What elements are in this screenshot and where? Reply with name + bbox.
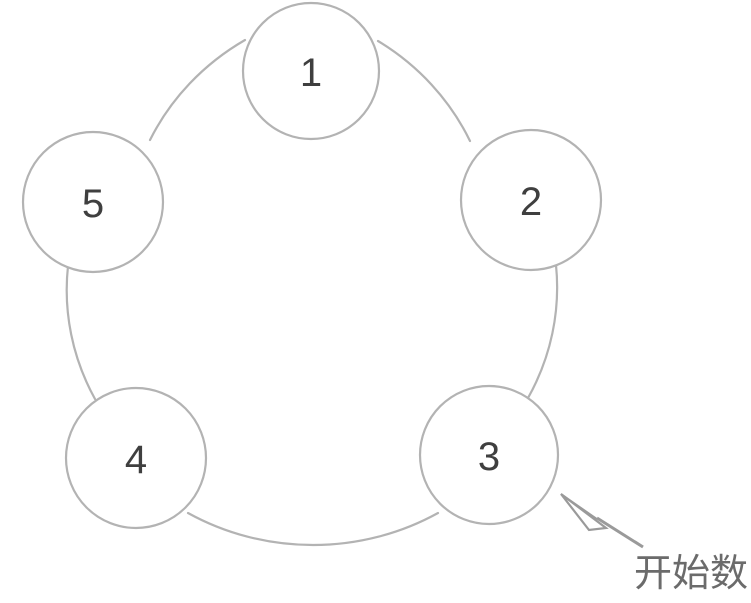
node-label-4: 4	[125, 438, 147, 482]
node-group-5[interactable]: 5	[21, 130, 165, 274]
node-circle-4[interactable]	[64, 386, 208, 530]
node-label-1: 1	[300, 51, 322, 95]
node-circle-2[interactable]	[459, 128, 603, 272]
annotation-label: 开始数	[634, 551, 749, 595]
arc-2-to-3	[526, 263, 559, 400]
arc-4-to-5	[65, 264, 97, 401]
node-circle-1[interactable]	[241, 1, 381, 141]
node-circle-3[interactable]	[418, 384, 560, 526]
arc-3-to-4	[186, 511, 440, 547]
ring-arcs	[65, 38, 559, 547]
arc-5-to-1	[148, 38, 247, 142]
node-group-4[interactable]: 4	[64, 386, 208, 530]
arrow-head-fletch-icon	[560, 493, 598, 520]
node-label-5: 5	[82, 182, 104, 226]
arrow-head-icon	[560, 493, 609, 532]
arc-1-to-2	[376, 39, 472, 143]
arrow-shaft	[596, 516, 644, 549]
node-group-1[interactable]: 1	[241, 1, 381, 141]
node-group-2[interactable]: 2	[459, 128, 603, 272]
node-label-3: 3	[478, 435, 500, 479]
node-label-2: 2	[520, 180, 542, 224]
annotation-arrow	[560, 493, 644, 549]
node-circle-5[interactable]	[21, 130, 165, 274]
node-group-3[interactable]: 3	[418, 384, 560, 526]
